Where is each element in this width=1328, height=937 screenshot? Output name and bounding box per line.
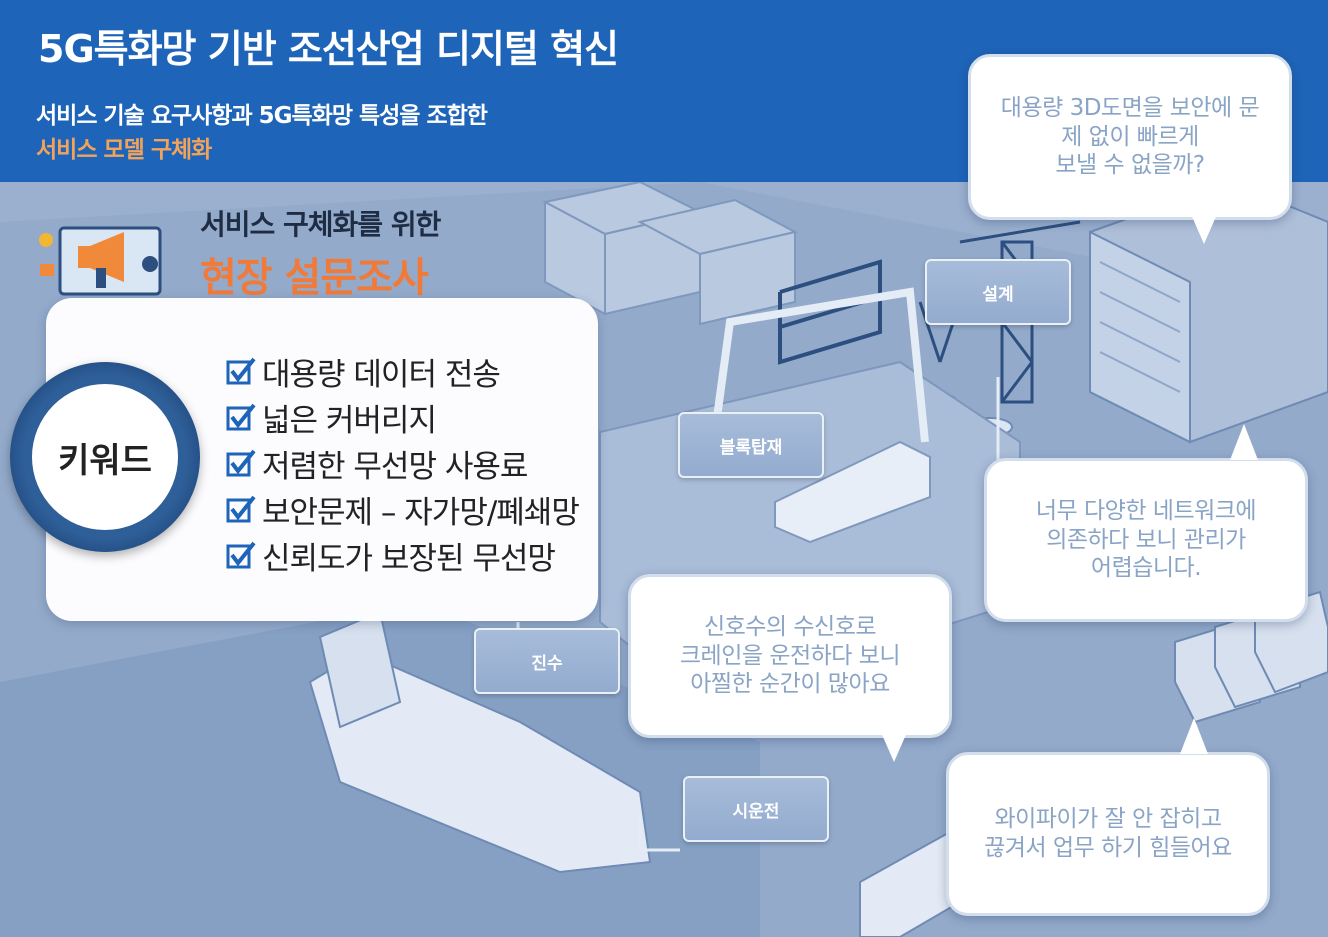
list-item: 신뢰도가 보장된 무선망 xyxy=(226,532,579,578)
bubble-text: 대용량 3D도면을 보안에 문 제 없이 빠르게 보낼 수 없을까? xyxy=(1000,94,1260,179)
keyword-item-text: 넓은 커버리지 xyxy=(262,402,437,439)
checkbox-checked-icon xyxy=(226,449,256,477)
list-item: 대용량 데이터 전송 xyxy=(226,348,579,394)
bubble-tail xyxy=(1190,212,1218,244)
list-item: 보안문제 – 자가망/폐쇄망 xyxy=(226,486,580,532)
bubble-tail xyxy=(880,730,908,762)
bubble-text: 와이파이가 잘 안 잡히고 끊겨서 업무 하기 힘들어요 xyxy=(984,806,1232,861)
checkbox-checked-icon xyxy=(226,495,256,523)
bubble-text: 신호수의 수신호로 크레인을 운전하다 보니 아찔한 순간이 많아요 xyxy=(679,613,901,698)
checkbox-checked-icon xyxy=(226,541,256,569)
speech-bubble-crane: 신호수의 수신호로 크레인을 운전하다 보니 아찔한 순간이 많아요 xyxy=(628,574,952,738)
subtitle-line-2: 서비스 모델 구체화 xyxy=(36,137,212,163)
checkbox-checked-icon xyxy=(226,357,256,385)
keyword-item-text: 신뢰도가 보장된 무선망 xyxy=(262,540,556,577)
keyword-item-text: 대용량 데이터 전송 xyxy=(262,356,501,393)
page-title: 5G특화망 기반 조선산업 디지털 혁신 xyxy=(38,27,619,71)
subtitle-line-1: 서비스 기술 요구사항과 5G특화망 특성을 조합한 xyxy=(36,103,488,129)
speech-bubble-design: 대용량 3D도면을 보안에 문 제 없이 빠르게 보낼 수 없을까? xyxy=(968,54,1292,220)
list-item: 저렴한 무선망 사용료 xyxy=(226,440,579,486)
speech-bubble-network: 너무 다양한 네트워크에 의존하다 보니 관리가 어렵습니다. xyxy=(984,458,1308,622)
survey-title-line-2: 현장 설문조사 xyxy=(200,255,429,301)
keyword-badge: 키워드 xyxy=(10,362,200,552)
bubble-tail xyxy=(1230,424,1258,460)
survey-title-line-1: 서비스 구체화를 위한 xyxy=(200,208,441,241)
speech-bubble-wifi: 와이파이가 잘 안 잡히고 끊겨서 업무 하기 힘들어요 xyxy=(946,752,1270,916)
bubble-tail xyxy=(1180,718,1208,754)
checkbox-checked-icon xyxy=(226,403,256,431)
bubble-text: 너무 다양한 네트워크에 의존하다 보니 관리가 어렵습니다. xyxy=(1035,497,1257,582)
stage-label-block-loading: 블록탑재 xyxy=(678,412,824,478)
keyword-item-text: 보안문제 – 자가망/폐쇄망 xyxy=(262,494,580,531)
keyword-item-text: 저렴한 무선망 사용료 xyxy=(262,448,528,485)
list-item: 넓은 커버리지 xyxy=(226,394,579,440)
keyword-list: 대용량 데이터 전송 넓은 커버리지 저렴한 무선망 사용료 보안문제 – 자가… xyxy=(226,348,580,578)
stage-label-design: 설계 xyxy=(925,259,1071,325)
stage-label-launch: 진수 xyxy=(474,628,620,694)
megaphone-survey-icon xyxy=(39,226,162,296)
keyword-label: 키워드 xyxy=(32,384,178,530)
stage-label-sea-trial: 시운전 xyxy=(683,776,829,842)
